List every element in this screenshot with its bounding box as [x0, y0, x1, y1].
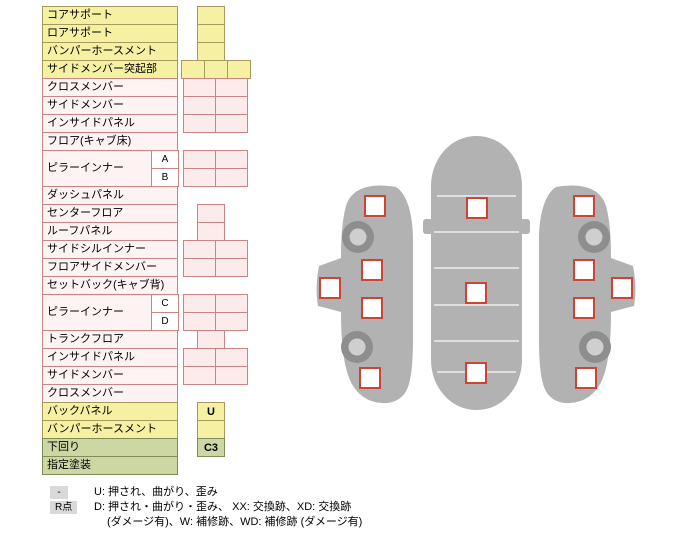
marker-right-front-door[interactable]	[573, 259, 595, 281]
pillar-sub-label-C: C	[151, 294, 179, 313]
damage-cell-row-20-1[interactable]	[215, 366, 248, 385]
legend: - U: 押され、曲がり、歪み R点 D: 押され・曲がり・歪み、 XX: 交換…	[50, 486, 362, 531]
part-label-row-2: バンパーホースメント	[42, 42, 178, 61]
marker-center-rear[interactable]	[465, 362, 487, 384]
damage-cell-row-5-0[interactable]	[183, 96, 216, 115]
legend-text-minor: U: 押され、曲がり、歪み	[94, 486, 218, 498]
pillar-sub-label-A: A	[151, 150, 179, 169]
damage-cell-row-6-0[interactable]	[183, 114, 216, 133]
pillar-sub-label-B: B	[151, 168, 179, 187]
marker-center-front[interactable]	[466, 197, 488, 219]
part-label-row-16: ピラーインナー	[42, 294, 152, 331]
legend-badge-repair: R点	[50, 501, 78, 514]
marker-left-rear-fender[interactable]	[359, 367, 381, 389]
damage-cell-row-20-0[interactable]	[183, 366, 216, 385]
damage-cell-row-9-0[interactable]	[183, 168, 216, 187]
part-label-row-24: 下回り	[42, 438, 178, 457]
part-label-row-5: サイドメンバー	[42, 96, 178, 115]
damage-cell-row-2-0[interactable]	[197, 42, 225, 61]
part-label-row-1: ロアサポート	[42, 24, 178, 43]
damage-cell-row-0-0[interactable]	[197, 6, 225, 25]
damage-cell-row-23-0[interactable]	[197, 420, 225, 439]
legend-text-repair-cont: (ダメージ有)、W: 補修跡、WD: 補修跡 (ダメージ有)	[107, 516, 363, 528]
part-label-row-23: バンパーホースメント	[42, 420, 178, 439]
damage-cell-row-9-1[interactable]	[215, 168, 248, 187]
damage-cell-row-24-0[interactable]: C3	[197, 438, 225, 457]
damage-cell-row-5-1[interactable]	[215, 96, 248, 115]
part-label-row-21: クロスメンバー	[42, 384, 178, 403]
damage-cell-row-19-0[interactable]	[183, 348, 216, 367]
damage-cell-row-13-1[interactable]	[215, 240, 248, 259]
part-label-row-22: バックパネル	[42, 402, 178, 421]
marker-center-middle[interactable]	[465, 282, 487, 304]
marker-right-side-sill[interactable]	[611, 277, 633, 299]
marker-left-rear-door[interactable]	[361, 297, 383, 319]
damage-cell-row-16-1[interactable]	[215, 294, 248, 313]
legend-line-repair: R点 D: 押され・曲がり・歪み、 XX: 交換跡、XD: 交換跡	[50, 501, 362, 514]
part-label-row-19: インサイドパネル	[42, 348, 178, 367]
damage-cell-row-1-0[interactable]	[197, 24, 225, 43]
damage-cell-row-3-0[interactable]	[181, 60, 205, 79]
legend-text-repair: D: 押され・曲がり・歪み、 XX: 交換跡、XD: 交換跡	[94, 501, 352, 513]
part-label-row-11: センターフロア	[42, 204, 178, 223]
part-label-row-7: フロア(キャブ床)	[42, 132, 178, 151]
marker-right-front-fender[interactable]	[573, 195, 595, 217]
damage-cell-row-19-1[interactable]	[215, 348, 248, 367]
damage-cell-row-4-1[interactable]	[215, 78, 248, 97]
part-label-row-4: クロスメンバー	[42, 78, 178, 97]
part-label-row-6: インサイドパネル	[42, 114, 178, 133]
damage-cell-row-17-1[interactable]	[215, 312, 248, 331]
damage-cell-row-22-0[interactable]: U	[197, 402, 225, 421]
marker-left-front-door[interactable]	[361, 259, 383, 281]
marker-left-front-fender[interactable]	[364, 195, 386, 217]
legend-badge-minor: -	[50, 486, 68, 499]
damage-cell-row-16-0[interactable]	[183, 294, 216, 313]
part-label-row-8: ピラーインナー	[42, 150, 152, 187]
legend-line-minor: - U: 押され、曲がり、歪み	[50, 486, 362, 499]
part-label-row-12: ルーフパネル	[42, 222, 178, 241]
damage-cell-row-13-0[interactable]	[183, 240, 216, 259]
damage-cell-row-4-0[interactable]	[183, 78, 216, 97]
part-label-row-3: サイドメンバー突起部	[42, 60, 178, 79]
part-label-row-0: コアサポート	[42, 6, 178, 25]
marker-right-rear-fender[interactable]	[575, 367, 597, 389]
damage-cell-row-17-0[interactable]	[183, 312, 216, 331]
part-label-row-13: サイドシルインナー	[42, 240, 178, 259]
damage-cell-row-18-0[interactable]	[197, 330, 225, 349]
part-label-row-15: セットバック(キャブ背)	[42, 276, 178, 295]
part-label-row-20: サイドメンバー	[42, 366, 178, 385]
legend-line-repair-cont: (ダメージ有)、W: 補修跡、WD: 補修跡 (ダメージ有)	[50, 516, 362, 529]
damage-cell-row-12-0[interactable]	[197, 222, 225, 241]
part-label-row-14: フロアサイドメンバー	[42, 258, 178, 277]
part-label-row-18: トランクフロア	[42, 330, 178, 349]
parts-table: コアサポートロアサポートバンパーホースメントサイドメンバー突起部クロスメンバーサ…	[42, 6, 254, 478]
damage-cell-row-14-0[interactable]	[183, 258, 216, 277]
damage-cell-row-3-1[interactable]	[204, 60, 228, 79]
damage-cell-row-6-1[interactable]	[215, 114, 248, 133]
damage-cell-row-11-0[interactable]	[197, 204, 225, 223]
pillar-sub-label-D: D	[151, 312, 179, 331]
part-label-row-25: 指定塗装	[42, 456, 178, 475]
damage-cell-row-14-1[interactable]	[215, 258, 248, 277]
marker-left-side-sill[interactable]	[319, 277, 341, 299]
marker-right-rear-door[interactable]	[573, 297, 595, 319]
damage-cell-row-8-1[interactable]	[215, 150, 248, 169]
damage-cell-row-8-0[interactable]	[183, 150, 216, 169]
damage-cell-row-3-2[interactable]	[227, 60, 251, 79]
part-label-row-10: ダッシュパネル	[42, 186, 178, 205]
